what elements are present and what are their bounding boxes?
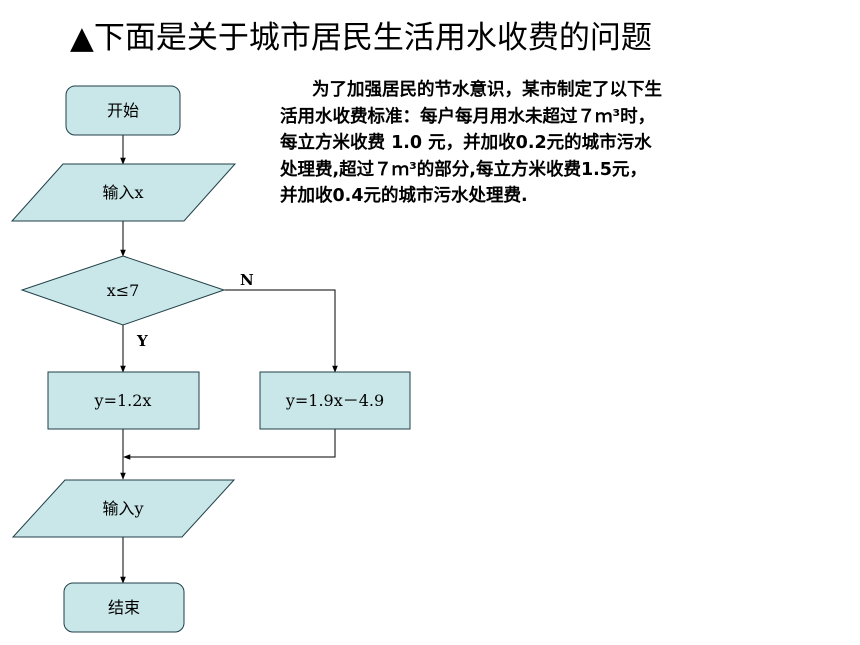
connector-no-process-merge xyxy=(123,429,336,460)
description-line: 活用水收费标准：每户每月用水未超过７ｍ³时， xyxy=(280,106,656,127)
output-y-node xyxy=(11,479,236,538)
decision-label: x≤7 xyxy=(107,281,140,300)
page-title: ▲下面是关于城市居民生活用水收费的问题 xyxy=(70,20,652,56)
decision-node xyxy=(20,255,226,326)
start-node-label: 开始 xyxy=(107,101,139,120)
description-line: 为了加强居民的节水意识，某市制定了以下生 xyxy=(312,80,662,100)
no-process-node xyxy=(259,371,411,430)
input-x-node xyxy=(10,163,237,222)
input-x-label: 输入x xyxy=(102,183,143,202)
description-line: 每立方米收费 1.0 元，并加收0.2元的城市污水 xyxy=(280,133,652,153)
description-line: 处理费,超过７ｍ³的部分,每立方米收费1.5元， xyxy=(280,159,647,180)
output-y-label: 输入y xyxy=(102,499,143,518)
start-node xyxy=(65,85,181,136)
end-node xyxy=(63,582,185,633)
connector-no-branch xyxy=(224,289,338,373)
end-node-label: 结束 xyxy=(108,598,140,617)
fee-description: 为了加强居民的节水意识，某市制定了以下生 活用水收费标准：每户每月用水未超过７ｍ… xyxy=(280,77,800,210)
no-branch-label: N xyxy=(240,271,254,289)
description-line: 并加收0.4元的城市污水处理费. xyxy=(280,186,528,206)
yes-process-node xyxy=(47,371,200,430)
yes-branch-label: Y xyxy=(136,332,148,350)
yes-process-label: y=1.2x xyxy=(94,391,152,410)
no-process-label: y=1.9x－4.9 xyxy=(285,391,384,410)
